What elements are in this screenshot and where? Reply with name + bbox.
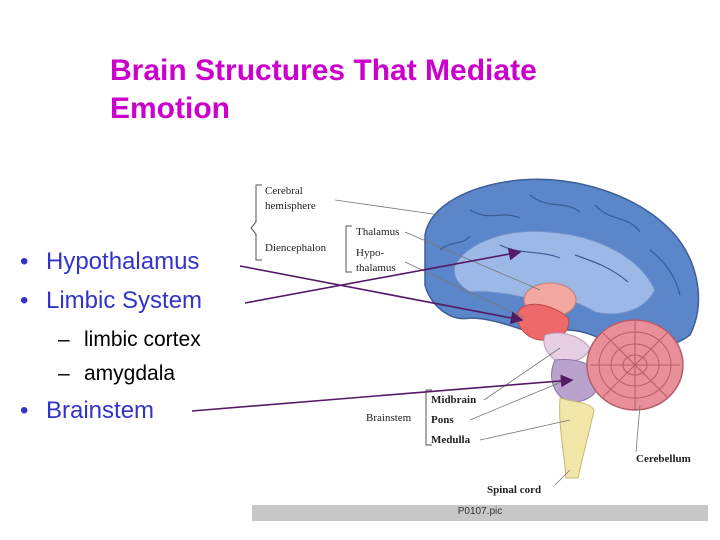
annotation-arrows xyxy=(191,247,574,412)
cerebellum-folia xyxy=(590,320,680,410)
bullet-marker: • xyxy=(20,287,29,314)
label-cerebellum: Cerebellum xyxy=(636,453,691,465)
figure-caption-bar: P0107.pic xyxy=(252,505,708,521)
bullet-marker: • xyxy=(20,397,29,424)
arrow-hypothalamus xyxy=(239,265,524,325)
arrow-brainstem xyxy=(191,374,574,412)
hypothalamus-shape xyxy=(516,303,570,341)
bullet-text: Hypothalamus xyxy=(46,248,200,275)
label-medulla: Medulla xyxy=(431,434,471,446)
label-hemisphere: hemisphere xyxy=(265,200,316,212)
cortex-inner-shape xyxy=(453,230,656,315)
subbullet-amygdala: –amygdala xyxy=(58,362,175,386)
arrow-limbic-system xyxy=(244,247,522,304)
bullet-marker: • xyxy=(20,248,29,275)
bullet-text: Limbic System xyxy=(46,287,203,314)
subbullet-marker: – xyxy=(58,362,70,385)
title-line-2: Emotion xyxy=(110,92,230,125)
label-cerebral: Cerebral xyxy=(265,185,303,197)
subbullet-text: amygdala xyxy=(84,362,176,385)
subbullet-marker: – xyxy=(58,328,70,351)
label-spinal-cord: Spinal cord xyxy=(487,484,541,496)
label-diencephalon: Diencephalon xyxy=(265,242,327,254)
label-midbrain: Midbrain xyxy=(431,394,476,406)
slide-title: Brain Structures That Mediate Emotion xyxy=(110,52,670,128)
subbullet-limbic-cortex: –limbic cortex xyxy=(58,328,201,352)
title-line-1: Brain Structures That Mediate xyxy=(110,54,537,87)
bracket-brainstem xyxy=(425,389,432,446)
bullet-hypothalamus: • Hypothalamus xyxy=(20,248,199,276)
bullet-text: Brainstem xyxy=(46,397,155,424)
label-hypo-thalamus: thalamus xyxy=(356,262,396,274)
label-thalamus: Thalamus xyxy=(356,226,399,238)
bullet-limbic-system: • Limbic System xyxy=(20,287,202,315)
midbrain-shape xyxy=(543,332,591,363)
bracket-cerebral xyxy=(250,184,262,261)
label-brainstem: Brainstem xyxy=(366,412,412,424)
label-hypo: Hypo- xyxy=(356,247,384,259)
figure-caption: P0107.pic xyxy=(457,506,503,517)
subbullet-text: limbic cortex xyxy=(84,328,201,351)
medulla-shape xyxy=(559,397,595,479)
label-pons: Pons xyxy=(431,414,454,426)
bracket-diencephalon xyxy=(345,225,352,273)
bullet-brainstem: • Brainstem xyxy=(20,397,154,425)
